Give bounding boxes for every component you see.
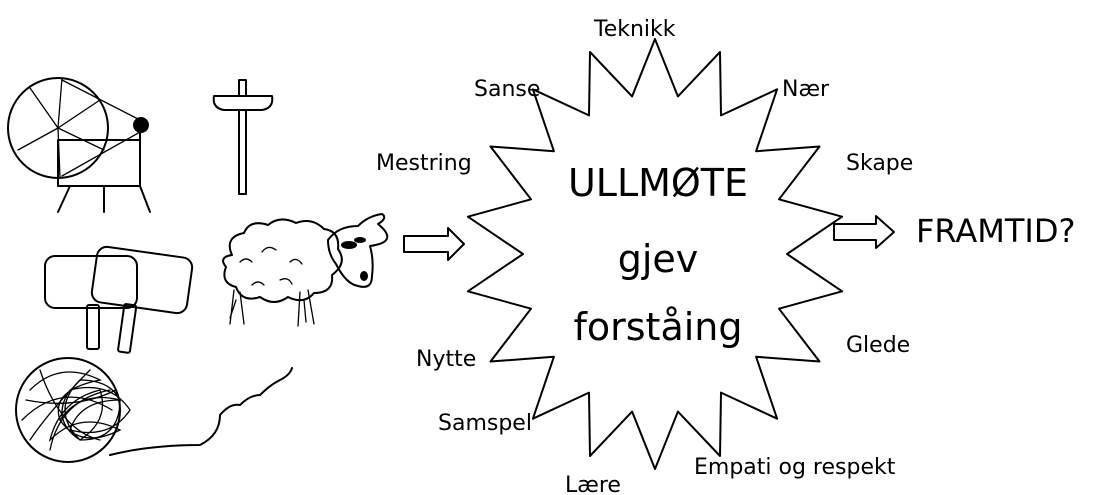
keyword-empati: Empati og respekt (694, 455, 896, 480)
keyword-sanse: Sanse (474, 77, 540, 102)
drop-spindle-icon (212, 79, 274, 195)
keyword-skape: Skape (846, 151, 913, 176)
keyword-nytte: Nytte (416, 347, 476, 372)
arrow-right-icon (833, 215, 895, 249)
wool-carders-icon (44, 245, 194, 354)
keyword-glede: Glede (846, 333, 910, 358)
center-title-line2: gjev (618, 237, 699, 281)
keyword-teknikk: Teknikk (593, 17, 676, 42)
yarn-ball-icon (15, 357, 293, 463)
center-title-line3: forståing (574, 305, 743, 349)
sheep-icon (222, 213, 389, 327)
keyword-mestring: Mestring (376, 151, 472, 176)
keyword-naer: Nær (782, 77, 830, 102)
keyword-laere: Lære (565, 473, 621, 495)
spinning-wheel-icon (7, 77, 151, 213)
arrow-right-icon (403, 227, 465, 261)
keyword-samspel: Samspel (438, 411, 532, 436)
starburst-shape (466, 38, 844, 470)
center-title-line1: ULLMØTE (568, 161, 748, 205)
outcome-label: FRAMTID? (916, 212, 1075, 250)
